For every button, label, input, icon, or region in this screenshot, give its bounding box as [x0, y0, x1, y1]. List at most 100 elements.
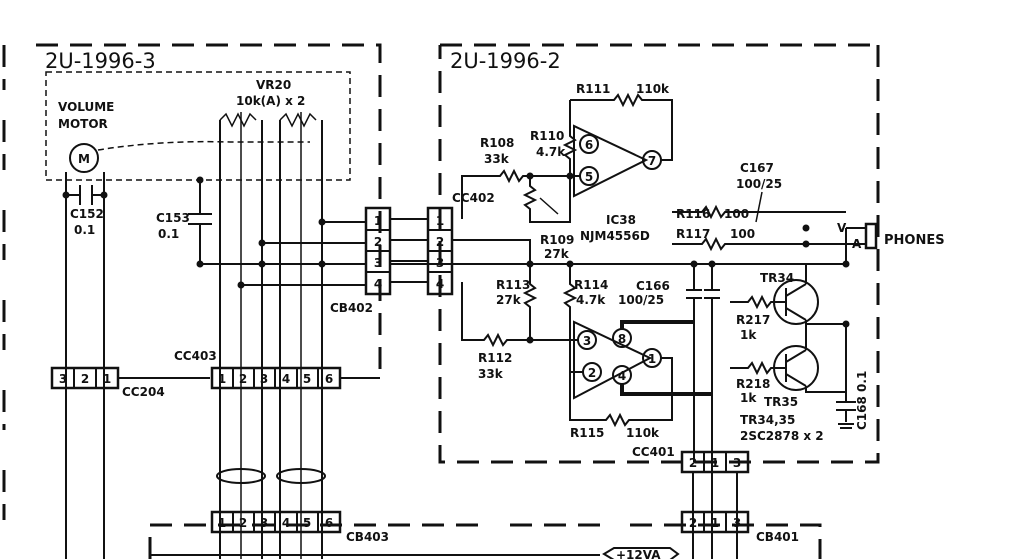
r116-label: R116: [676, 207, 710, 221]
svg-text:2: 2: [689, 456, 697, 470]
r112-label: R112: [478, 351, 512, 365]
svg-text:1: 1: [436, 214, 444, 228]
c168-label: C168 0.1: [855, 371, 869, 430]
svg-text:1: 1: [711, 516, 719, 530]
tr35-transistor: [773, 324, 847, 393]
svg-text:3: 3: [583, 334, 591, 348]
ic38-part: NJM4556D: [580, 229, 650, 243]
opamp-upper: 6 5 7: [573, 124, 662, 198]
r109-value: 27k: [544, 247, 570, 261]
shield-loop-1: [216, 468, 266, 484]
svg-text:2: 2: [239, 516, 247, 530]
svg-text:1: 1: [374, 214, 382, 228]
svg-text:1: 1: [711, 456, 719, 470]
cb403-label: CB403: [346, 530, 389, 544]
volume-motor-label-2: MOTOR: [58, 117, 108, 131]
r115-value: 110k: [626, 426, 660, 440]
ic38-label: IC38: [606, 213, 636, 227]
svg-text:3: 3: [733, 516, 741, 530]
motor-symbol: [69, 143, 99, 173]
r111-value: 110k: [636, 82, 670, 96]
svg-text:4: 4: [282, 372, 290, 386]
r108-value: 33k: [484, 152, 510, 166]
c166-capacitor: [686, 264, 720, 559]
phones-jack: [845, 222, 878, 264]
supply-flag: [602, 547, 680, 559]
svg-text:2: 2: [81, 372, 89, 386]
supply-label: +12VA: [616, 548, 661, 559]
vr20-label: VR20: [256, 78, 291, 92]
cc401-label: CC401: [632, 445, 675, 459]
c168-capacitor: [836, 324, 856, 429]
tr35-label: TR35: [764, 395, 798, 409]
svg-text:4: 4: [282, 516, 290, 530]
c167-label: C167: [740, 161, 774, 175]
r109-label: R109: [540, 233, 574, 247]
board-right-outline: [438, 43, 880, 464]
board-bottom-outline: [148, 523, 822, 559]
r111-label: R111: [576, 82, 610, 96]
svg-text:2: 2: [436, 235, 444, 249]
r113-value: 27k: [496, 293, 522, 307]
c152-value: 0.1: [74, 223, 95, 237]
vr20-potentiometers: [219, 112, 323, 559]
connector-cc401: 2 1 3: [680, 450, 750, 474]
svg-text:1: 1: [648, 352, 656, 366]
r117-label: R117: [676, 227, 710, 241]
r114-value: 4.7k: [576, 293, 606, 307]
svg-text:3: 3: [59, 372, 67, 386]
svg-text:6: 6: [325, 372, 333, 386]
svg-text:3: 3: [733, 456, 741, 470]
r113-label: R113: [496, 278, 530, 292]
jack-mark-v: V: [837, 221, 847, 235]
cc204-label: CC204: [122, 385, 165, 399]
svg-text:4: 4: [436, 277, 444, 291]
svg-text:2: 2: [374, 235, 382, 249]
svg-text:1: 1: [103, 372, 111, 386]
connector-cc402: 1 2 3 4: [426, 206, 454, 296]
opamp-lower: 3 8 2 4 1: [573, 320, 662, 400]
svg-text:2: 2: [239, 372, 247, 386]
connector-cb403: 1 2 3 4 5 6: [210, 510, 342, 534]
svg-text:4: 4: [618, 369, 626, 383]
cc403-label: CC403: [174, 349, 217, 363]
c166-label: C166: [636, 279, 670, 293]
r218-label: R218: [736, 377, 770, 391]
r218-value: 1k: [740, 391, 757, 405]
r114-label: R114: [574, 278, 608, 292]
board-label-left: 2U-1996-3: [45, 49, 156, 73]
motor-shaft-link: [97, 140, 310, 151]
r217-value: 1k: [740, 328, 757, 342]
svg-text:3: 3: [260, 516, 268, 530]
svg-text:2: 2: [588, 366, 596, 380]
tr-note-2: 2SC2878 x 2: [740, 429, 824, 443]
svg-text:5: 5: [303, 372, 311, 386]
r108-label: R108: [480, 136, 514, 150]
svg-text:3: 3: [260, 372, 268, 386]
svg-text:4: 4: [374, 277, 382, 291]
r217-label: R217: [736, 313, 770, 327]
vr20-value: 10k(A) x 2: [236, 94, 305, 108]
motor-enclosure: [45, 71, 351, 181]
svg-text:2: 2: [689, 516, 697, 530]
volume-motor-label-1: VOLUME: [58, 100, 114, 114]
r110-value: 4.7k: [536, 145, 566, 159]
shield-loop-2: [276, 468, 326, 484]
tr34-label: TR34: [760, 271, 794, 285]
board-left-outline: [2, 43, 382, 520]
connector-cb401: 2 1 3: [680, 510, 750, 534]
connector-cb402: 1 2 3 4: [364, 206, 392, 296]
phones-label: PHONES: [884, 233, 945, 248]
r115-label: R115: [570, 426, 604, 440]
svg-text:5: 5: [303, 516, 311, 530]
r112-value: 33k: [478, 367, 504, 381]
r116-value: 100: [724, 207, 749, 221]
connector-cc403: 1 2 3 4 5 6: [210, 366, 342, 390]
svg-text:5: 5: [585, 170, 593, 184]
r117-value: 100: [730, 227, 755, 241]
jack-mark-a: A: [852, 237, 862, 251]
c153-capacitor: [188, 180, 212, 264]
connector-cc204: 3 2 1: [50, 366, 120, 390]
c166-value: 100/25: [618, 293, 664, 307]
